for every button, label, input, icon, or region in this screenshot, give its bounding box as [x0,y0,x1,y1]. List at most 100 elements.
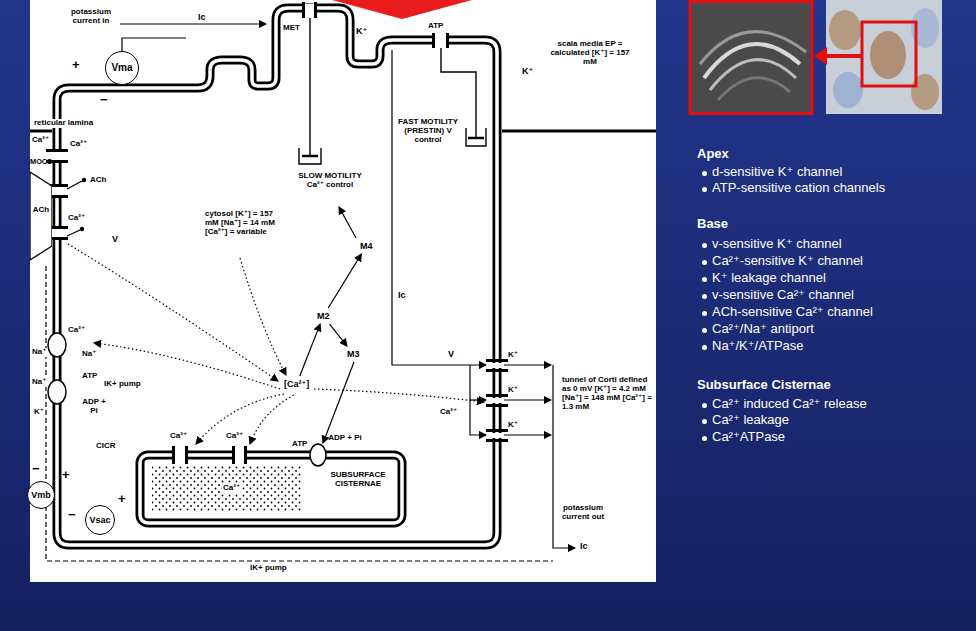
diagram-label: Ic [580,541,588,551]
hair-cell-membrane [57,8,497,545]
ion-channel [486,439,508,442]
legend-text: v-sensitive Ca²⁺ channel [712,288,854,303]
diagram-label: − [100,93,108,108]
diagram-label: ACh [90,176,106,185]
ion-channel [490,433,504,438]
node-text: MOCS [30,158,52,166]
bullet-dot [702,243,707,248]
ion-channel [490,398,504,403]
legend-text: ACh-sensitive Ca²⁺ channel [712,305,873,320]
current-wire [323,362,354,443]
ion-channel [446,33,449,48]
cells-photo [870,31,906,79]
messenger-node: [Ca²⁺] [282,378,311,390]
bullet-dot [702,294,707,299]
ion-channel [46,149,68,152]
node-text: SUBSURFACE CISTERNAE [320,471,396,489]
diagram-label: potassium current out [556,504,610,522]
diagram-label: V [448,349,454,359]
diagram-label: Ca²⁺ [222,484,241,493]
legend-text: ATP-sensitive cation channels [712,181,885,196]
bullet-dot [702,187,707,192]
diagram-label: Ca²⁺ [70,140,87,149]
cisternae-membrane [140,455,402,523]
ion-channel [50,229,64,237]
diagram-label: Ca²⁺ [68,326,85,335]
diagram-label: Na⁺ [31,378,47,387]
hair-cell-membrane [57,8,497,545]
ion-channel [486,369,508,372]
ion-channel [50,152,64,160]
diagram-label: ATP [428,22,443,31]
diagram-label: tunnel of Corti defined as 0 mV [K⁺] = 4… [562,376,652,412]
legend-text: Ca²⁺ leakage [712,413,789,428]
diagram-label: Ca²⁺ [440,408,457,417]
ion-channel [486,394,508,397]
node-text: Vma [111,62,132,73]
ion-channel [172,446,175,464]
current-wire [470,399,486,400]
legend-text: Na⁺/K⁺/ATPase [712,339,804,354]
calcium-flux [68,244,484,444]
diagram-label: Ic [198,12,206,22]
sem-photo [718,78,790,100]
bullet-dot [702,345,707,350]
reticular-lamina-line [502,130,656,133]
calcium-flux [68,244,278,381]
ion-channel [302,2,305,18]
ion-channel [67,181,82,189]
current-wire [120,23,266,24]
ion-channel [486,429,508,432]
legend-text: Ca²⁺/Na⁺ antiport [712,322,814,337]
diagram-label: + [72,58,80,73]
diagram-label: − [32,462,40,477]
diagram-label: Na⁺ [82,350,96,359]
ion-channel [486,404,508,407]
legend-text: Subsurface Cisternae [697,378,831,393]
red-link-arrow [824,54,862,58]
current-wire [392,50,486,365]
diagram-label: K⁺ [508,386,518,395]
calcium-flux [314,389,484,402]
ion-channel [185,446,188,464]
diagram-label: K⁺ [522,66,533,76]
sem-photo [690,2,812,114]
pathway-arrow [300,324,320,376]
legend-text: v-sensitive K⁺ channel [712,237,842,252]
node-text: cytosol [K⁺] = 157 mM [Na⁺] = 14 mM [Ca²… [205,210,277,237]
motility-element [468,137,484,140]
voltage-circle: Vsac [85,505,115,535]
ion-channel [80,227,84,231]
diagram-label: + [118,492,126,507]
diagram-label: Ca²⁺ [226,432,243,441]
pathway-arrow [330,324,347,346]
calcium-flux [250,395,294,444]
calcium-flux [94,343,280,389]
cisternae-box: SUBSURFACE CISTERNAE [140,455,402,523]
cells-photo [833,72,863,108]
node-text: M2 [317,311,330,321]
ion-channel [314,2,317,18]
bullet-dot [702,311,707,316]
bullet-dot [702,260,707,265]
diagram-label: ADP + Pi [328,434,362,443]
legend-text: Ca²⁺ induced Ca²⁺ release [712,397,867,412]
cisternae-membrane [140,455,402,523]
hair-cell: cytosol [K⁺] = 157 mM [Na⁺] = 14 mM [Ca²… [62,93,492,540]
voltage-circle: Vmb [27,481,55,509]
ion-channel [175,449,185,461]
pathway-arrow [328,254,361,308]
diagram-label: K⁺ [356,26,367,36]
bullet-dot [702,436,707,441]
messenger-node: M4 [358,240,375,252]
bullet-dot [702,277,707,282]
messenger-node: M3 [345,348,362,360]
current-wire [504,399,551,400]
diagram-label: ATP [82,372,97,381]
reticular-lamina-line [30,130,52,133]
diagram-label: IK+ pump [250,564,287,573]
cells-photo [829,10,861,50]
pump-current-wire [46,266,553,561]
